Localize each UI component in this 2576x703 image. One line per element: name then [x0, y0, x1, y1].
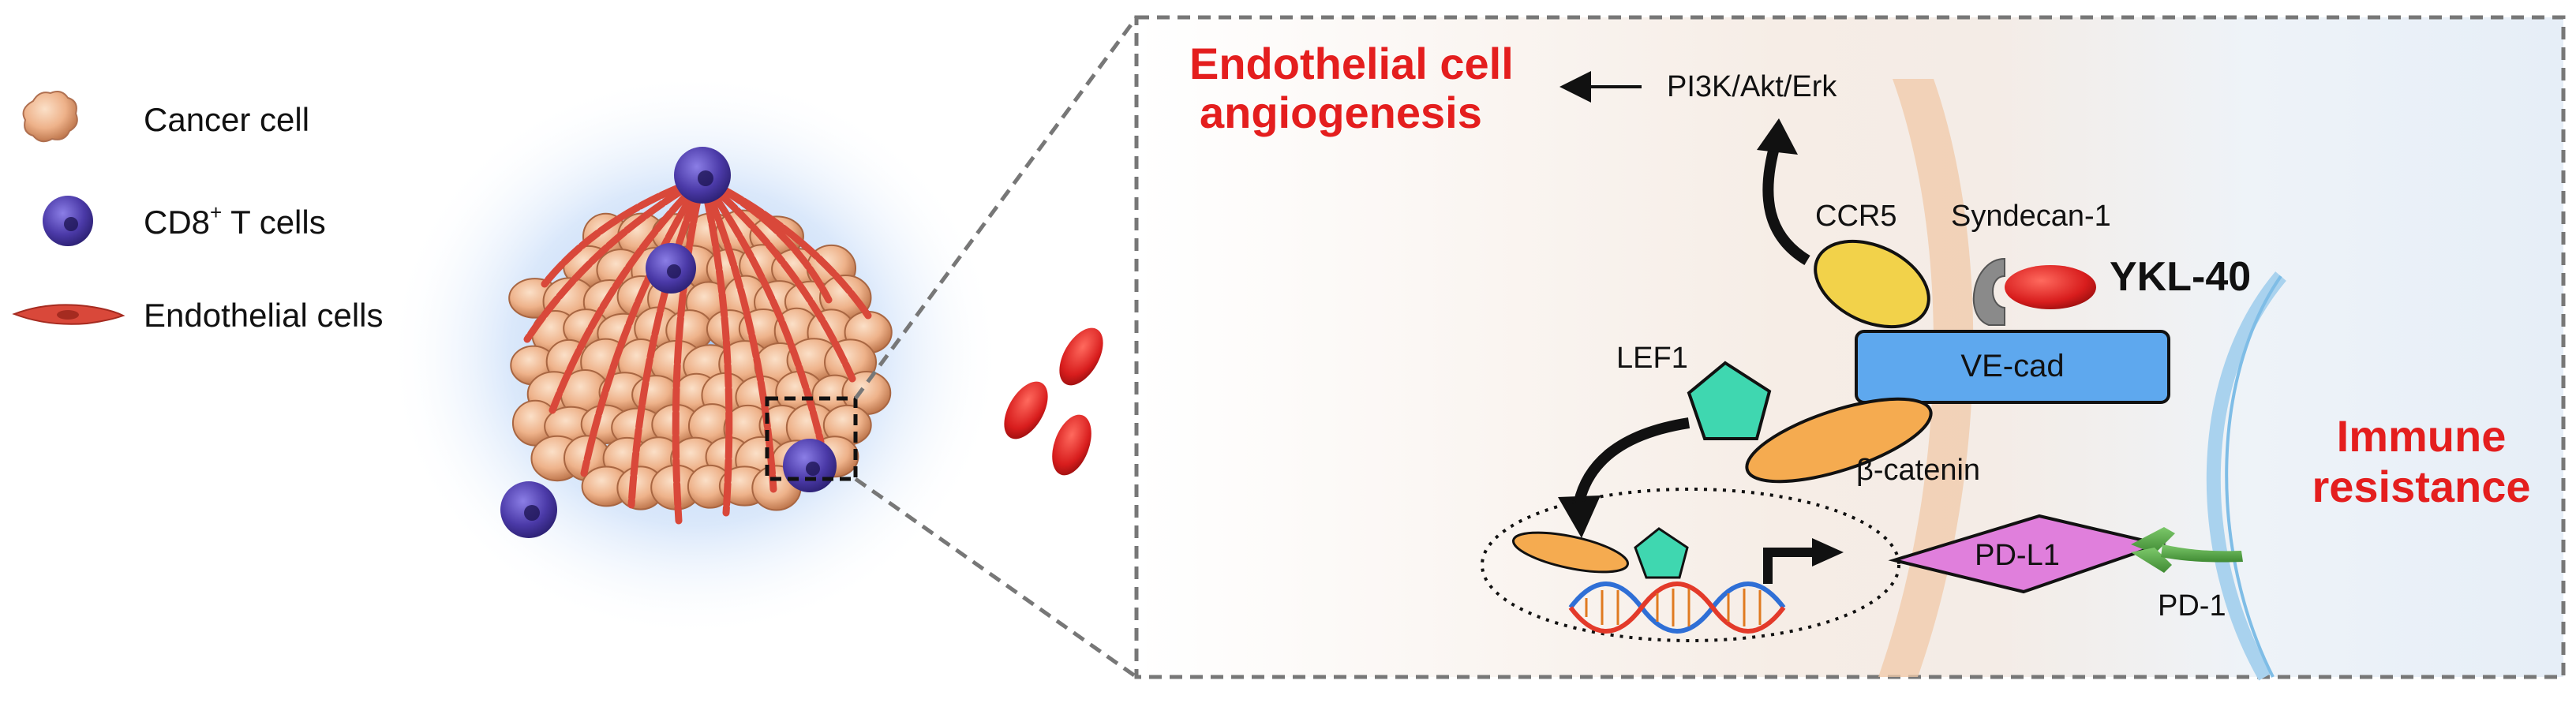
- tumor-illustration: [387, 16, 1139, 679]
- immune-title-line1: Immune: [2337, 411, 2507, 461]
- tcell-box: [783, 439, 837, 492]
- endothelial-vessel: [698, 174, 856, 383]
- nucleus-lef1: [1634, 527, 1689, 579]
- lef1-protein: [1687, 361, 1772, 440]
- vecad-label: VE-cad: [1960, 349, 2064, 383]
- legend-cancer-label: Cancer cell: [144, 101, 309, 138]
- immune-title-line2: resistance: [2312, 462, 2530, 511]
- bcatenin-label: β-catenin: [1856, 454, 1980, 487]
- panel-frame: [1134, 15, 2566, 679]
- ykl40-particle: [1059, 327, 1103, 386]
- endothelial-membrane: [1878, 79, 1974, 677]
- legend-tcell-label: CD8+ T cells: [144, 200, 326, 241]
- endothelial-vessel: [672, 174, 706, 525]
- legend-endothelial-icon: [12, 304, 125, 325]
- ykl40-protein: [2005, 265, 2096, 309]
- lef1-label: LEF1: [1616, 342, 1688, 375]
- ccr5-label: CCR5: [1815, 200, 1896, 233]
- zoom-line-top: [853, 16, 1139, 400]
- tcell-inner: [646, 243, 696, 294]
- ykl40-particle: [1052, 414, 1091, 476]
- tcell-membrane-edge: [2225, 275, 2282, 678]
- ykl40-particle: [1004, 381, 1048, 439]
- translocation-arrow: [1573, 417, 1690, 507]
- nucleus: [1481, 488, 1900, 642]
- tcell-membrane: [2206, 271, 2286, 681]
- pd1-label: PD-1: [2158, 589, 2226, 623]
- endothelial-vessel: [580, 174, 706, 477]
- vecad-box: [1855, 330, 2170, 404]
- endothelial-vessel: [523, 174, 706, 343]
- legend-endothelial-label: Endothelial cells: [144, 297, 384, 334]
- bcatenin-protein: [1745, 397, 1933, 484]
- pdl1-label: PD-L1: [1975, 539, 2060, 572]
- legend-cancer-icon: [22, 91, 78, 143]
- nucleus-bcatenin: [1511, 531, 1630, 574]
- ccr5-signal-arrow: [1762, 140, 1810, 266]
- endothelial-vessel: [698, 174, 733, 517]
- tcell-outside: [500, 481, 557, 538]
- zoom-line-bottom: [854, 477, 1138, 679]
- endothelial-vessel: [698, 174, 777, 493]
- syndecan-receptor: [1972, 257, 2005, 326]
- endothelial-vessel: [627, 174, 706, 509]
- legend: Cancer cell CD8+ T cells Endothelial cel…: [12, 91, 384, 334]
- ccr5-receptor: [1814, 239, 1930, 329]
- transcription-arrow: [1763, 548, 1815, 584]
- legend-tcell-icon: [43, 196, 93, 246]
- pathway-label: PI3K/Akt/Erk: [1667, 70, 1837, 103]
- pd1-receptor: [2131, 527, 2243, 573]
- angiogenesis-title-line1: Endothelial cell: [1189, 39, 1514, 88]
- ykl40-particles: [1004, 327, 1103, 476]
- transcription-arrow-head: [1812, 538, 1844, 567]
- syndecan-label: Syndecan-1: [1951, 200, 2111, 233]
- zoom-box: [765, 396, 858, 481]
- tcell-top: [674, 147, 731, 204]
- ykl40-label: YKL-40: [2110, 254, 2251, 300]
- endothelial-vessel: [698, 174, 825, 446]
- mechanism-panel: Endothelial cell angiogenesis PI3K/Akt/E…: [1134, 15, 2566, 681]
- translocation-arrow-head: [1558, 495, 1601, 538]
- endothelial-vessel: [549, 174, 706, 414]
- dna-helix: [1568, 581, 1786, 634]
- ccr5-arrow-head: [1757, 118, 1798, 155]
- angiogenesis-title-line2: angiogenesis: [1200, 88, 1482, 137]
